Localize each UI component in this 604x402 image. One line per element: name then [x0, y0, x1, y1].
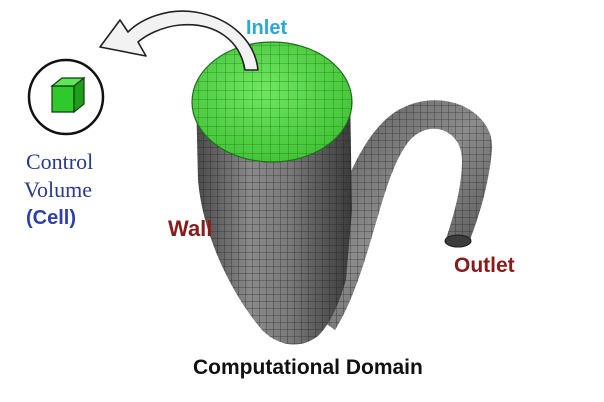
outlet-label: Outlet [454, 254, 515, 277]
control-volume-label-line1: Control [26, 149, 93, 174]
cell-label: (Cell) [26, 207, 76, 229]
pipe-mesh [191, 41, 493, 345]
outlet-face [444, 234, 472, 248]
control-volume-label-line2: Volume [24, 177, 92, 202]
diagram-caption: Computational Domain [193, 356, 423, 379]
curved-arrow-icon [99, 10, 259, 71]
inlet-label: Inlet [246, 17, 287, 39]
green-cube-icon [50, 76, 86, 114]
wall-label: Wall [168, 216, 212, 241]
control-volume-callout [27, 58, 105, 136]
